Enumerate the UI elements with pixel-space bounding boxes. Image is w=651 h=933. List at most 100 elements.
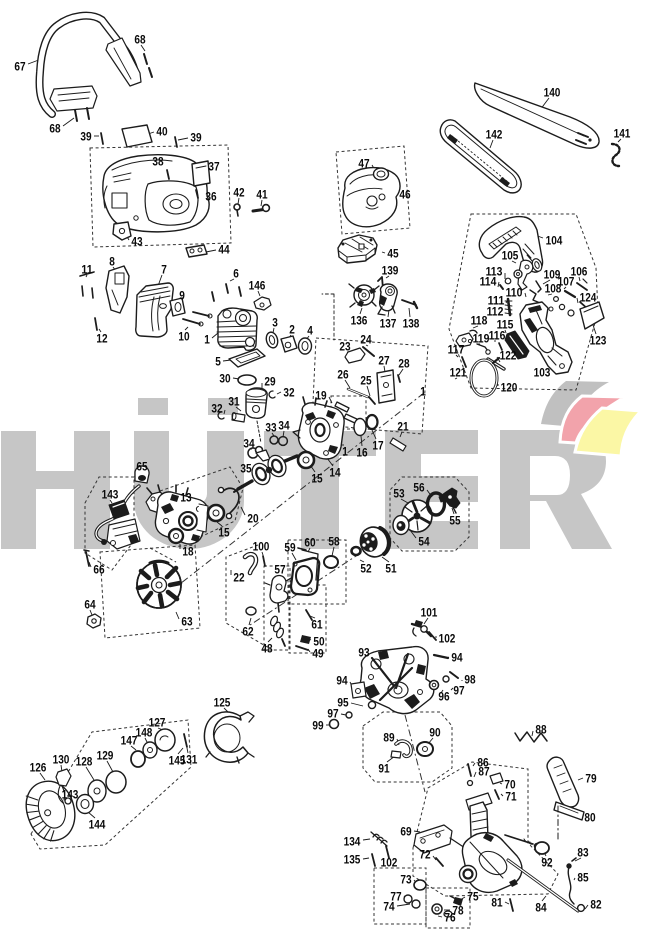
svg-text:50: 50 <box>313 635 324 649</box>
svg-text:54: 54 <box>418 535 429 549</box>
svg-text:33: 33 <box>265 421 276 435</box>
svg-text:115: 115 <box>497 318 514 332</box>
svg-text:29: 29 <box>264 375 275 389</box>
svg-text:43: 43 <box>131 235 142 249</box>
svg-text:98: 98 <box>464 673 475 687</box>
svg-text:83: 83 <box>577 846 588 860</box>
svg-text:77: 77 <box>390 890 401 904</box>
svg-text:105: 105 <box>502 249 519 263</box>
svg-text:49: 49 <box>312 647 323 661</box>
svg-text:72: 72 <box>419 848 430 862</box>
svg-text:58: 58 <box>328 535 339 549</box>
svg-text:42: 42 <box>233 186 244 200</box>
svg-text:111: 111 <box>488 294 505 308</box>
svg-text:119: 119 <box>473 332 490 346</box>
svg-text:38: 38 <box>152 155 163 169</box>
svg-text:131: 131 <box>181 753 198 767</box>
svg-text:34: 34 <box>278 419 289 433</box>
svg-text:81: 81 <box>491 896 502 910</box>
svg-text:35: 35 <box>240 462 251 476</box>
svg-text:16: 16 <box>356 446 367 460</box>
svg-text:48: 48 <box>261 642 272 656</box>
svg-text:134: 134 <box>344 835 361 849</box>
svg-text:86: 86 <box>477 756 488 770</box>
svg-text:1: 1 <box>342 445 348 459</box>
svg-text:75: 75 <box>467 890 478 904</box>
svg-text:94: 94 <box>451 651 462 665</box>
svg-text:106: 106 <box>571 265 588 279</box>
svg-text:121: 121 <box>450 366 467 380</box>
svg-text:6: 6 <box>233 267 239 281</box>
svg-text:130: 130 <box>53 753 70 767</box>
svg-text:74: 74 <box>383 900 394 914</box>
svg-text:138: 138 <box>403 317 420 331</box>
svg-text:64: 64 <box>84 598 95 612</box>
svg-text:84: 84 <box>535 901 546 915</box>
svg-text:41: 41 <box>256 188 267 202</box>
svg-text:103: 103 <box>534 366 551 380</box>
svg-text:19: 19 <box>315 389 326 403</box>
svg-text:65: 65 <box>136 460 147 474</box>
svg-text:47: 47 <box>358 157 369 171</box>
svg-text:39: 39 <box>80 130 91 144</box>
svg-text:1: 1 <box>204 333 210 347</box>
svg-text:76: 76 <box>444 911 455 925</box>
svg-text:53: 53 <box>393 487 404 501</box>
svg-text:10: 10 <box>178 330 189 344</box>
svg-text:118: 118 <box>471 314 488 328</box>
svg-text:60: 60 <box>304 536 315 550</box>
svg-text:18: 18 <box>182 545 193 559</box>
svg-text:8: 8 <box>109 255 115 269</box>
svg-text:148: 148 <box>136 726 153 740</box>
svg-text:32: 32 <box>211 402 222 416</box>
svg-text:113: 113 <box>486 265 503 279</box>
svg-text:102: 102 <box>439 632 456 646</box>
svg-text:108: 108 <box>545 282 562 296</box>
svg-text:34: 34 <box>243 437 254 451</box>
svg-text:135: 135 <box>344 853 361 867</box>
svg-text:59: 59 <box>284 541 295 555</box>
svg-text:13: 13 <box>180 491 191 505</box>
svg-text:128: 128 <box>76 755 93 769</box>
svg-text:137: 137 <box>380 317 397 331</box>
svg-text:93: 93 <box>358 646 369 660</box>
svg-text:125: 125 <box>214 696 231 710</box>
svg-text:100: 100 <box>253 540 270 554</box>
svg-text:143: 143 <box>102 488 119 502</box>
svg-text:26: 26 <box>337 368 348 382</box>
svg-text:3: 3 <box>272 316 278 330</box>
svg-text:66: 66 <box>93 563 104 577</box>
svg-text:24: 24 <box>360 333 371 347</box>
svg-text:51: 51 <box>385 562 396 576</box>
svg-text:36: 36 <box>205 190 216 204</box>
svg-text:88: 88 <box>535 723 546 737</box>
svg-text:116: 116 <box>489 329 506 343</box>
svg-text:141: 141 <box>614 127 631 141</box>
svg-text:78: 78 <box>452 904 463 918</box>
svg-text:136: 136 <box>351 314 368 328</box>
svg-text:2: 2 <box>289 323 295 337</box>
svg-text:1: 1 <box>420 385 426 399</box>
svg-text:142: 142 <box>486 128 503 142</box>
svg-text:127: 127 <box>149 716 166 730</box>
svg-text:99: 99 <box>312 719 323 733</box>
svg-text:17: 17 <box>372 439 383 453</box>
svg-text:15: 15 <box>218 526 229 540</box>
svg-text:92: 92 <box>541 856 552 870</box>
svg-text:12: 12 <box>96 332 107 346</box>
svg-text:124: 124 <box>580 291 597 305</box>
svg-text:4: 4 <box>307 324 313 338</box>
svg-text:102: 102 <box>381 856 398 870</box>
svg-text:62: 62 <box>242 625 253 639</box>
svg-text:61: 61 <box>311 618 322 632</box>
svg-text:40: 40 <box>156 125 167 139</box>
svg-text:46: 46 <box>399 188 410 202</box>
svg-text:21: 21 <box>397 420 408 434</box>
svg-text:69: 69 <box>400 825 411 839</box>
svg-text:15: 15 <box>311 472 322 486</box>
svg-text:97: 97 <box>453 684 464 698</box>
svg-text:87: 87 <box>478 765 489 779</box>
svg-text:44: 44 <box>218 243 229 257</box>
svg-text:91: 91 <box>378 762 389 776</box>
svg-text:104: 104 <box>546 234 563 248</box>
